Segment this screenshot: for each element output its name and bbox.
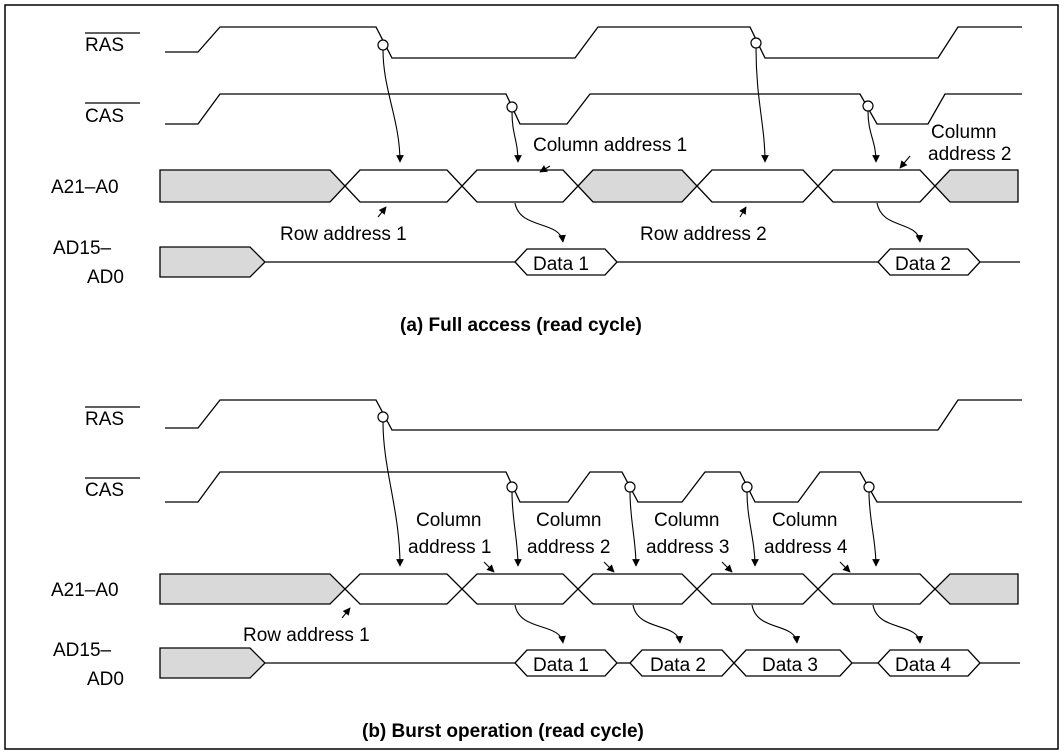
cas-to-col-arrow-4 [868,491,880,567]
row-address-1-segment [344,573,463,605]
row-label-pointer-2 [739,206,747,218]
address-invalid-segment-2 [577,169,698,203]
data-3-text: Data 3 [762,655,818,676]
column-address-2-segment [817,169,936,203]
col-to-data-arrow-3 [751,604,801,644]
column-3-label-line2: address 3 [646,537,729,558]
col-to-data-arrow-2 [632,604,684,644]
cas-fall-marker [506,101,518,113]
cas-signal-label: CAS [85,106,124,127]
col-label-pointer-2 [899,155,911,169]
ras-waveform [165,399,1022,431]
column-address-1-segment [461,573,579,605]
diagram-frame [4,4,1059,750]
cas-to-col-arrow-1 [511,491,522,567]
data-bus-label-line2: AD0 [87,669,124,690]
cas-fall-marker-3 [741,481,753,493]
data-4-text: Data 4 [895,655,951,676]
burst-operation-caption: (b) Burst operation (read cycle) [362,721,644,742]
address-invalid-segment-3 [934,169,1019,203]
cas-to-col-arrow-2 [867,110,880,163]
full-access-caption: (a) Full access (read cycle) [400,315,642,336]
cas-fall-marker-1 [506,481,518,493]
data-invalid-segment [159,647,266,679]
data-invalid-segment [159,246,266,278]
cas-fall-marker-4 [863,481,875,493]
panel-burst-operation: RAS CAS A21–A0 AD15– AD0 Data [51,399,1022,742]
column-1-label-line2: address 1 [408,537,491,558]
address-invalid-segment [159,169,346,203]
column-2-label-line2: address 2 [527,537,610,558]
row-address-1-label: Row address 1 [243,625,370,646]
col-2-pointer [603,561,615,573]
row-label-pointer [341,607,351,619]
ras-to-row-arrow-2 [755,47,769,163]
ras-fall-marker-2 [750,37,762,49]
ras-signal-label: RAS [85,409,124,430]
ras-fall-marker [377,411,389,423]
col-3-pointer [721,561,733,573]
ras-to-row-arrow [382,421,404,567]
ras-fall-marker [377,39,389,51]
row-label-pointer [377,206,387,218]
address-bus-label: A21–A0 [51,580,119,601]
col-to-data-arrow-1 [514,604,566,644]
row-address-1-label: Row address 1 [280,224,407,245]
data-1-text: Data 1 [533,655,589,676]
address-invalid-segment-2 [934,573,1019,605]
cas-to-col-arrow-2 [629,491,640,567]
column-address-2-label-line1: Column [931,122,996,143]
column-1-label-line1: Column [416,510,481,531]
column-address-2-segment [577,573,698,605]
data-bus-label-line2: AD0 [87,267,124,288]
col-1-pointer [483,561,495,573]
ras-waveform [165,26,1022,59]
column-address-1-segment [461,169,579,203]
col-to-data-arrow [514,202,566,243]
cas-fall-marker-2 [624,481,636,493]
col-label-pointer [539,165,551,173]
data-2-text: Data 2 [650,655,706,676]
column-address-4-segment [817,573,936,605]
column-2-label-line1: Column [536,510,601,531]
data-bus-label-line1: AD15– [53,640,112,661]
ras-signal-label: RAS [85,35,124,56]
cas-to-col-arrow-3 [746,491,759,567]
column-4-label-line2: address 4 [764,537,848,558]
cas-to-col-arrow [511,111,522,163]
column-address-3-segment [696,573,819,605]
column-address-1-label: Column address 1 [533,135,687,156]
data-bus-label-line1: AD15– [53,238,112,259]
address-invalid-segment [159,573,346,605]
column-3-label-line1: Column [654,510,719,531]
cas-signal-label: CAS [85,480,124,501]
cas-waveform [165,93,1022,125]
ras-to-row-arrow [382,49,404,163]
row-address-2-label: Row address 2 [640,224,767,245]
address-bus-label: A21–A0 [51,177,119,198]
col-to-data-arrow-4 [872,604,924,644]
panel-full-access: RAS CAS A21–A0 AD15– AD0 Data 1 Data 2 [51,26,1022,336]
col-to-data-arrow-2 [876,202,924,243]
row-address-1-segment [344,169,463,203]
cas-waveform [165,471,1022,503]
cas-fall-marker-2 [862,100,874,112]
col-4-pointer [839,561,851,573]
column-4-label-line1: Column [772,510,837,531]
row-address-2-segment [696,169,819,203]
data-1-text: Data 1 [533,254,589,275]
data-2-text: Data 2 [895,254,951,275]
column-address-2-label-line2: address 2 [928,144,1011,165]
